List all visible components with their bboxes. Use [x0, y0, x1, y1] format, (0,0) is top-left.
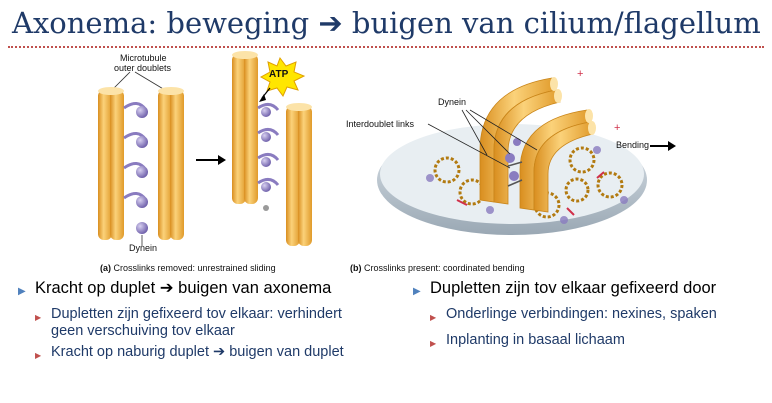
caption-b-text: Crosslinks present: coordinated bending [364, 263, 525, 273]
plus-sign-1: + [577, 68, 584, 80]
figure-a-illustration [98, 51, 312, 246]
sub-bullet-marker: ▶ [35, 313, 42, 322]
left-sub-text-2: Kracht op naburig duplet ➔ buigen van du… [51, 344, 344, 360]
label-microtubule: Microtubule [120, 53, 167, 63]
right-main-bullet: ▶ Dupletten zijn tov elkaar gefixeerd do… [413, 279, 769, 301]
figure-b-illustration [377, 77, 676, 235]
bending-arrow [650, 141, 676, 151]
caption-b: (b) Crosslinks present: coordinated bend… [350, 263, 525, 273]
figure-a: Microtubule outer doublets Dynein ATP (a… [80, 50, 330, 275]
left-main-text: Kracht op duplet ➔ buigen van axonema [35, 279, 332, 297]
title-divider [8, 46, 764, 48]
atp-burst [259, 56, 306, 102]
right-sub-text-2: Inplanting in basaal lichaam [446, 331, 625, 348]
left-bullet-list: ▶ Kracht op duplet ➔ buigen van axonema … [18, 279, 373, 365]
caption-a-tag: (a) [100, 263, 111, 273]
label-interdoublet-links: Interdoublet links [346, 119, 415, 129]
sub-bullet-marker: ▶ [430, 313, 437, 322]
left-main-bullet: ▶ Kracht op duplet ➔ buigen van axonema [18, 279, 373, 301]
right-sub-text-1: Onderlinge verbindingen: nexines, spaken [446, 306, 717, 322]
sliding-arrow [196, 155, 226, 165]
bending-doublets [479, 77, 596, 213]
plus-sign-2: + [614, 122, 621, 134]
label-dynein-b: Dynein [438, 97, 467, 107]
label-outer-doublets: outer doublets [114, 63, 172, 73]
right-sub-bullet-1: ▶ Onderlinge verbindingen: nexines, spak… [430, 306, 769, 327]
sliding-doublet-pair [232, 51, 312, 246]
label-atp: ATP [269, 69, 289, 80]
left-sub-bullet-2: ▶ Kracht op naburig duplet ➔ buigen van … [35, 344, 373, 365]
label-dynein-a: Dynein [129, 243, 158, 253]
figure-b: Dynein Interdoublet links Bending + + (b… [342, 50, 682, 275]
sub-bullet-marker: ▶ [35, 351, 42, 360]
bullet-marker: ▶ [18, 286, 26, 297]
right-sub-bullet-2: ▶ Inplanting in basaal lichaam [430, 332, 769, 353]
slide-title: Axonema: beweging ➔ buigen van cilium/fl… [12, 6, 761, 40]
left-doublet-pair [98, 87, 184, 240]
right-bullet-list: ▶ Dupletten zijn tov elkaar gefixeerd do… [413, 279, 769, 352]
left-sub-text-1: Dupletten zijn gefixeerd tov elkaar: ver… [51, 306, 342, 339]
caption-b-tag: (b) [350, 263, 362, 273]
bullet-marker: ▶ [413, 286, 421, 297]
left-sub-bullet-1: ▶ Dupletten zijn gefixeerd tov elkaar: v… [35, 306, 373, 339]
sub-bullet-marker: ▶ [430, 338, 437, 348]
caption-a-text: Crosslinks removed: unrestrained sliding [113, 263, 276, 273]
label-bending: Bending [616, 140, 650, 150]
right-main-text: Dupletten zijn tov elkaar gefixeerd door [430, 279, 717, 297]
caption-a: (a) Crosslinks removed: unrestrained sli… [100, 263, 276, 273]
